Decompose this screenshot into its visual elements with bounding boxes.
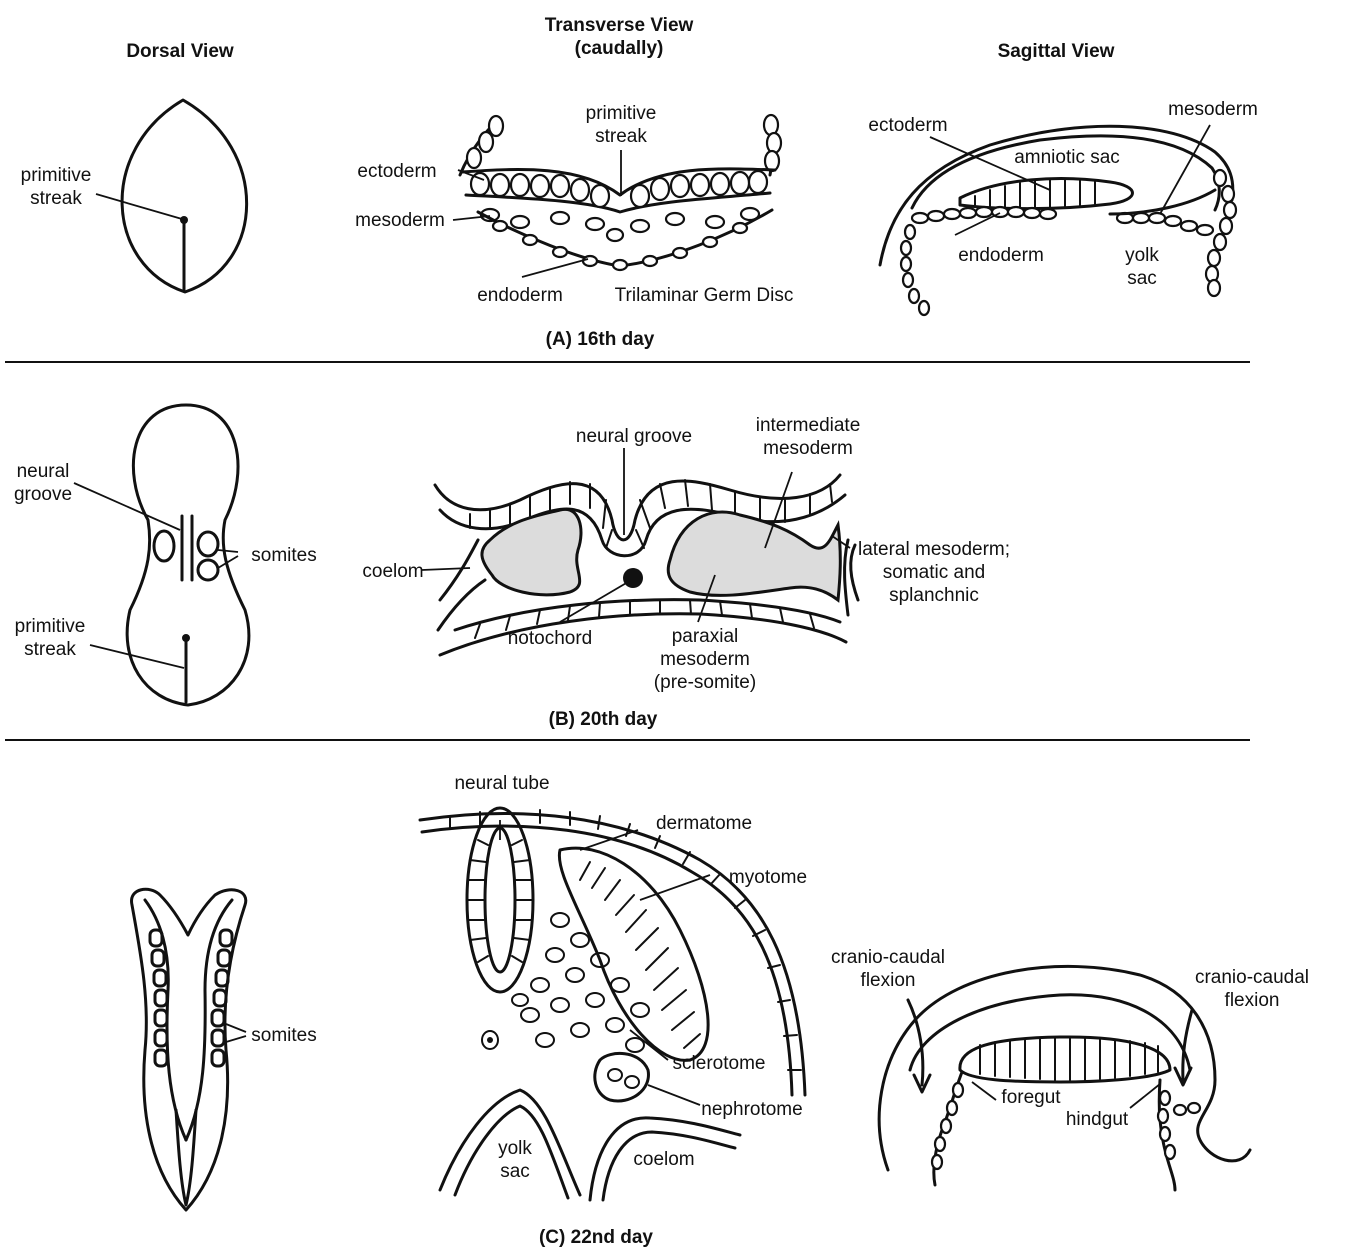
a-s-endoderm-label: endoderm: [958, 244, 1044, 267]
c-t-sclerotome-cells: [482, 913, 649, 1052]
a-t-trilaminar-label: Trilaminar Germ Disc: [615, 284, 794, 307]
b-dorsal-neural-groove-label: neural groove: [14, 460, 72, 506]
header-transverse-view: Transverse View (caudally): [545, 14, 694, 60]
b-dorsal-primitive-streak-label: primitive streak: [15, 615, 86, 661]
b-dorsal-outline: [127, 405, 249, 705]
c-dorsal-embryo: [132, 889, 246, 1210]
b-dorsal-somites-label: somites: [251, 544, 316, 567]
c-t-dermomyotome: [559, 848, 708, 1060]
b-transverse-section: [422, 448, 858, 655]
b-dorsal-embryo: [74, 405, 249, 705]
c-dorsal-somites-right: [212, 930, 232, 1066]
c-t-ectoderm-stripes: [450, 810, 801, 1070]
b-t-endoderm-bottom: [440, 614, 846, 655]
a-dorsal-streak-leader: [96, 194, 182, 219]
a-s-mesoderm-label: mesoderm: [1168, 98, 1258, 121]
a-t-endoderm-cells: [493, 221, 747, 270]
b-t-right-splanchnic: [845, 540, 848, 615]
a-t-ectoderm-cells: [471, 171, 767, 207]
b-t-intermediate-mesoderm-label: intermediate mesoderm: [756, 414, 861, 460]
b-dorsal-somite-left: [154, 531, 174, 561]
c-t-sclerotome-label: sclerotome: [673, 1052, 766, 1075]
c-t-coelom-label: coelom: [633, 1148, 694, 1171]
b-t-lateral-mesoderm-label: lateral mesoderm; somatic and splanchnic: [858, 538, 1010, 608]
caption-a: (A) 16th day: [546, 328, 655, 351]
b-dorsal-node: [182, 634, 190, 642]
a-s-amniotic-sac-label: amniotic sac: [1014, 146, 1120, 169]
a-s-yolk-sac-label: yolk sac: [1125, 244, 1159, 290]
b-t-paraxial-mesoderm-label: paraxial mesoderm (pre-somite): [654, 625, 756, 695]
a-t-mesoderm-label: mesoderm: [355, 209, 445, 232]
a-t-primitive-streak-label: primitive streak: [586, 102, 657, 148]
c-s-embryo-disc: [960, 1037, 1170, 1082]
b-t-neural-groove-label: neural groove: [576, 425, 692, 448]
b-dorsal-somite-right-2: [198, 560, 218, 580]
a-t-ectoderm-label: ectoderm: [357, 160, 436, 183]
b-t-mesoderm-right: [668, 512, 840, 600]
c-s-hindgut-label: hindgut: [1066, 1108, 1128, 1131]
c-t-neural-tube-stripes: [467, 840, 533, 962]
header-dorsal-view: Dorsal View: [126, 40, 233, 63]
caption-c: (C) 22nd day: [539, 1226, 653, 1249]
b-t-right-somatic: [851, 545, 858, 600]
c-s-disc-stripes: [980, 1038, 1158, 1080]
c-t-dermatome-label: dermatome: [656, 812, 752, 835]
c-t-neural-tube-label: neural tube: [454, 772, 549, 795]
c-s-flexion-right-label: cranio-caudal flexion: [1195, 966, 1309, 1012]
b-t-notochord: [623, 568, 643, 588]
c-s-flexion-left-label: cranio-caudal flexion: [831, 946, 945, 992]
a-s-ectoderm-disc: [960, 179, 1133, 209]
a-t-ectoderm-bottom: [466, 193, 770, 212]
c-dorsal-somites-label: somites: [251, 1024, 316, 1047]
a-s-ectoderm-label: ectoderm: [868, 114, 947, 137]
a-dorsal-embryo: [96, 100, 247, 292]
c-t-neural-tube-lumen: [485, 828, 515, 972]
caption-b: (B) 20th day: [549, 708, 658, 731]
c-t-myotome-label: myotome: [729, 866, 807, 889]
b-t-notochord-label: notochord: [508, 627, 593, 650]
b-t-coelom-label: coelom: [362, 560, 423, 583]
c-t-nephrotome-label: nephrotome: [701, 1098, 802, 1121]
a-dorsal-node: [180, 216, 188, 224]
b-dorsal-somite-right-1: [198, 532, 218, 556]
header-sagittal-view: Sagittal View: [998, 40, 1115, 63]
c-s-amnion-curve: [910, 995, 1190, 1070]
c-t-yolk-sac-label: yolk sac: [498, 1137, 532, 1183]
a-t-endoderm-label: endoderm: [477, 284, 563, 307]
c-s-foregut-label: foregut: [1001, 1086, 1060, 1109]
a-dorsal-primitive-streak-label: primitive streak: [21, 164, 92, 210]
b-t-mesoderm-left: [482, 509, 581, 594]
